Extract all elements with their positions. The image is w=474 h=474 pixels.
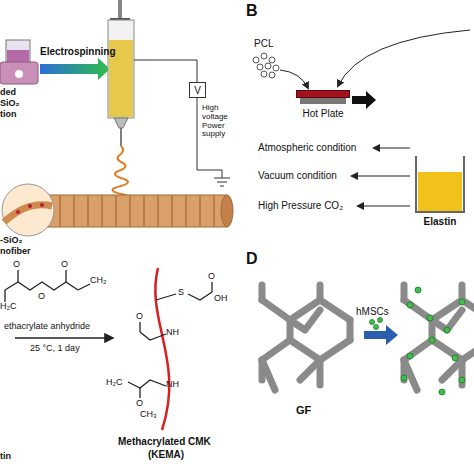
- label-text: B: [246, 2, 258, 20]
- node-text: Hot Plate: [302, 108, 343, 119]
- label-text: O: [13, 260, 20, 270]
- hot-plate: Hot Plate: [296, 90, 350, 122]
- meter-box: V: [189, 82, 206, 98]
- plate-base: [300, 98, 346, 104]
- plate-surface: [296, 90, 350, 98]
- label-text: Vacuum condition: [258, 170, 337, 181]
- label-text: Methacrylated CMK: [118, 436, 211, 447]
- label-text: CH₂: [90, 276, 107, 286]
- label-text: NH: [166, 328, 179, 338]
- beaker-node: Elastin: [410, 150, 470, 236]
- label-text: tin: [0, 452, 11, 462]
- label-text: D: [246, 250, 258, 268]
- node-text: V: [194, 85, 201, 96]
- label-text: nofiber: [0, 247, 31, 257]
- label-text: 25 °C, 1 day: [30, 344, 80, 354]
- label-text: High Pressure CO₂: [258, 200, 343, 211]
- label-text: Atmospheric condition: [258, 142, 356, 153]
- label-text: High voltage Power supply: [202, 104, 236, 139]
- label-text: -SiO₂: [0, 236, 23, 246]
- label-text: PCL: [254, 38, 273, 49]
- label-text: O: [136, 399, 143, 409]
- label-text: S: [178, 288, 184, 298]
- node-text: Elastin: [424, 216, 457, 227]
- label-text: Electrospinning: [40, 46, 116, 57]
- label-text: (KEMA): [148, 449, 184, 460]
- label-text: ded: [0, 88, 16, 98]
- label-text: H₂C: [0, 302, 17, 312]
- label-text: GF: [296, 404, 311, 416]
- label-text: O: [61, 260, 68, 270]
- label-text: OH: [214, 294, 228, 304]
- label-text: tion: [0, 110, 17, 120]
- label-text: O: [208, 272, 215, 282]
- label-text: CH₃: [140, 410, 157, 420]
- label-text: SiO₂: [0, 99, 20, 109]
- label-text: ethacrylate anhydride: [4, 322, 90, 332]
- label-text: H₂C: [106, 378, 123, 388]
- label-text: O: [38, 292, 45, 302]
- label-text: NH: [166, 380, 179, 390]
- label-text: hMSCs: [356, 306, 389, 317]
- label-text: O: [136, 312, 143, 322]
